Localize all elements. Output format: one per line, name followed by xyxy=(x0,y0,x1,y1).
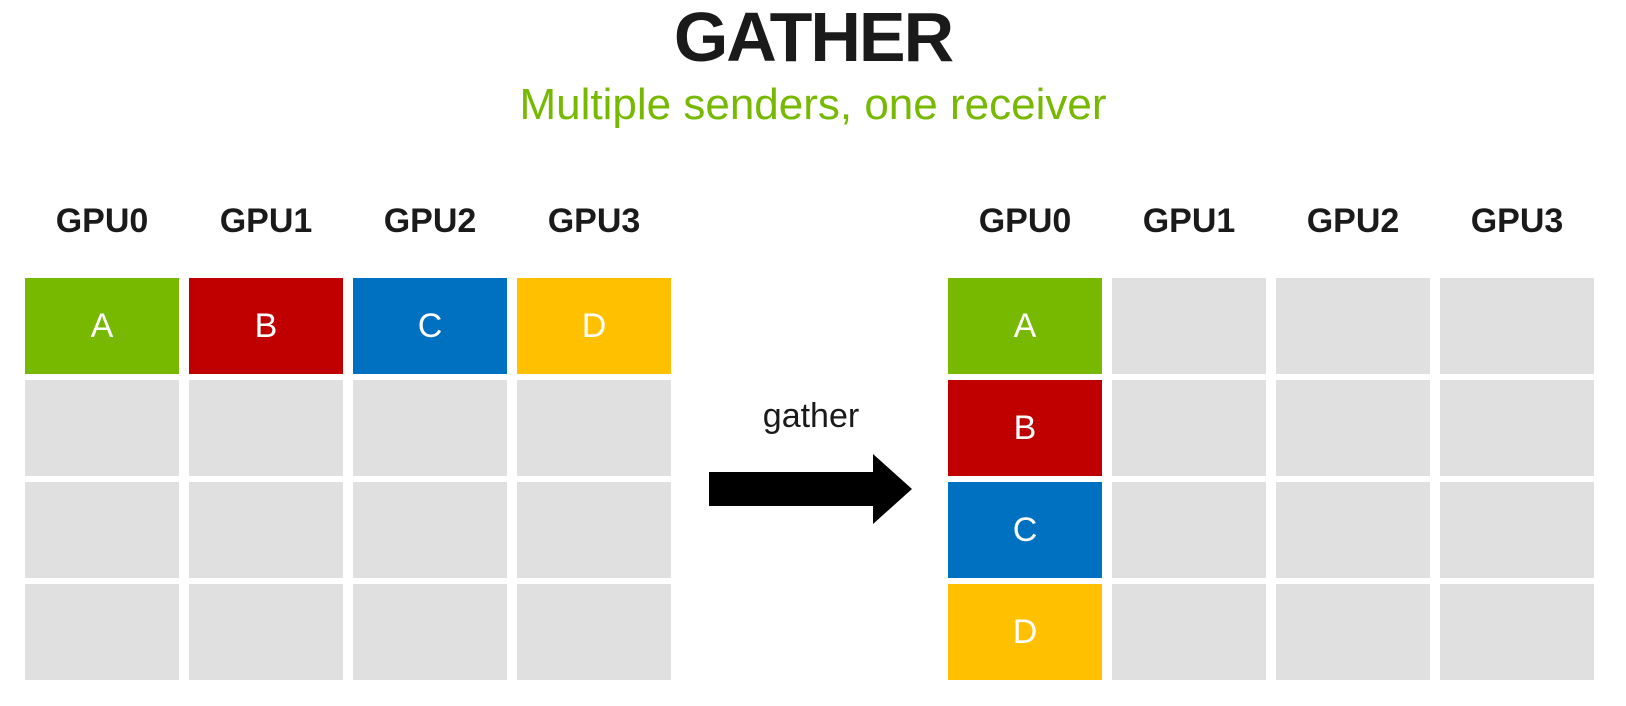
data-cell-d: D xyxy=(517,278,671,374)
empty-cell xyxy=(353,380,507,476)
empty-cell xyxy=(1112,584,1266,680)
column-header-gpu3: GPU3 xyxy=(1470,201,1564,240)
data-cell-c: C xyxy=(948,482,1102,578)
data-cell-c: C xyxy=(353,278,507,374)
data-cell-b: B xyxy=(189,278,343,374)
empty-cell xyxy=(1112,380,1266,476)
column-header-gpu1: GPU1 xyxy=(1142,201,1236,240)
data-cell-b: B xyxy=(948,380,1102,476)
empty-cell xyxy=(25,380,179,476)
senders-header-row: GPU0 GPU1 GPU2 GPU3 xyxy=(25,192,671,250)
empty-cell xyxy=(517,380,671,476)
empty-cell xyxy=(517,482,671,578)
gather-operation-label: gather xyxy=(762,397,860,435)
column-header-gpu3: GPU3 xyxy=(547,201,641,240)
empty-cell xyxy=(189,482,343,578)
receiver-header-row: GPU0 GPU1 GPU2 GPU3 xyxy=(948,192,1594,250)
empty-cell xyxy=(517,584,671,680)
empty-cell xyxy=(353,482,507,578)
empty-cell xyxy=(1276,278,1430,374)
empty-cell xyxy=(1112,278,1266,374)
empty-cell xyxy=(189,584,343,680)
column-header-gpu2: GPU2 xyxy=(383,201,477,240)
data-cell-a: A xyxy=(948,278,1102,374)
empty-cell xyxy=(1112,482,1266,578)
right-arrow-shape xyxy=(709,454,912,524)
empty-cell xyxy=(1276,380,1430,476)
column-header-gpu0: GPU0 xyxy=(55,201,149,240)
empty-cell xyxy=(1440,482,1594,578)
empty-cell xyxy=(1440,584,1594,680)
empty-cell xyxy=(1440,380,1594,476)
page-subtitle: Multiple senders, one receiver xyxy=(519,80,1107,129)
column-header-gpu2: GPU2 xyxy=(1306,201,1400,240)
empty-cell xyxy=(25,482,179,578)
empty-cell xyxy=(1276,584,1430,680)
empty-cell xyxy=(353,584,507,680)
empty-cell xyxy=(1440,278,1594,374)
empty-cell xyxy=(189,380,343,476)
data-cell-d: D xyxy=(948,584,1102,680)
data-cell-a: A xyxy=(25,278,179,374)
empty-cell xyxy=(25,584,179,680)
page-title: GATHER xyxy=(673,0,954,76)
right-arrow-icon xyxy=(709,454,912,524)
column-header-gpu1: GPU1 xyxy=(219,201,313,240)
column-header-gpu0: GPU0 xyxy=(978,201,1072,240)
empty-cell xyxy=(1276,482,1430,578)
